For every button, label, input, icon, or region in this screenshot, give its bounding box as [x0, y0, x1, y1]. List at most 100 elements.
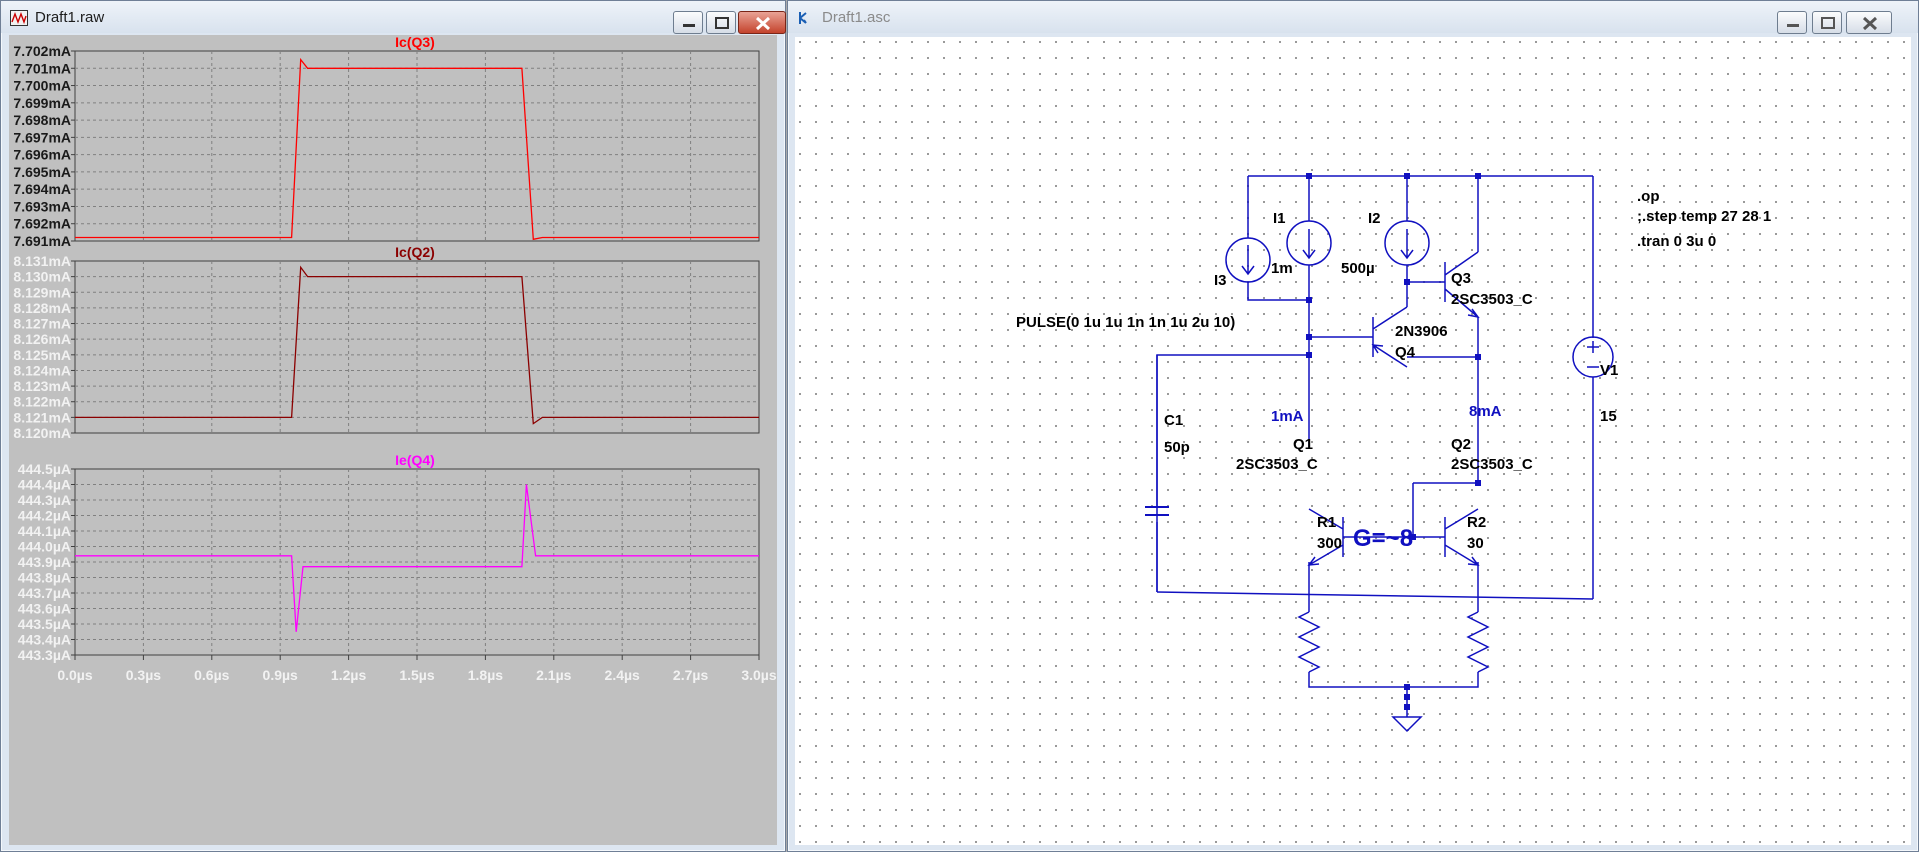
- dot-grid: [795, 37, 1911, 845]
- label-r2-name[interactable]: R2: [1467, 514, 1486, 531]
- label-q3-model[interactable]: 2SC3503_C: [1451, 291, 1533, 308]
- x-tick-label: 0.0µs: [57, 667, 93, 683]
- y-tick-label: 8.131mA: [13, 253, 71, 269]
- waveform-trace: [75, 57, 759, 241]
- y-tick-label: 8.121mA: [13, 409, 71, 425]
- label-q1-name[interactable]: Q1: [1293, 436, 1313, 453]
- label-v1-name[interactable]: V1: [1600, 362, 1618, 379]
- y-tick-label: 8.125mA: [13, 347, 71, 363]
- directive-step[interactable]: ;.step temp 27 28 1: [1637, 208, 1771, 225]
- y-tick-label: 8.123mA: [13, 378, 71, 394]
- schematic-minimize-button[interactable]: [1777, 11, 1807, 34]
- capacitor-c1[interactable]: [1145, 506, 1169, 516]
- annotation-gain[interactable]: G=~8: [1353, 525, 1413, 552]
- y-tick-label: 7.693mA: [13, 198, 71, 214]
- label-q1-model[interactable]: 2SC3503_C: [1236, 456, 1318, 473]
- transistor-q4[interactable]: [1371, 306, 1408, 368]
- y-tick-label: 8.122mA: [13, 394, 71, 410]
- ground-symbol: [1391, 716, 1423, 733]
- label-c1-name[interactable]: C1: [1164, 412, 1183, 429]
- minimize-icon: [683, 24, 695, 27]
- trace-label-ic-q3[interactable]: Ic(Q3): [395, 35, 435, 50]
- y-tick-label: 7.695mA: [13, 164, 71, 180]
- y-tick-label: 444.3µA: [18, 492, 71, 508]
- y-tick-label: 7.700mA: [13, 78, 71, 94]
- maximize-button[interactable]: [706, 11, 736, 34]
- y-tick-label: 7.698mA: [13, 112, 71, 128]
- directive-tran[interactable]: .tran 0 3u 0: [1637, 233, 1716, 250]
- minimize-button[interactable]: [673, 11, 703, 34]
- trace-label-ie-q4[interactable]: Ie(Q4): [395, 452, 435, 468]
- voltage-source-v1[interactable]: [1572, 336, 1614, 378]
- x-tick-label: 2.7µs: [673, 667, 709, 683]
- label-i2-name[interactable]: I2: [1368, 210, 1381, 227]
- annotation-q2-current[interactable]: 8mA: [1469, 403, 1502, 420]
- y-tick-label: 443.5µA: [18, 616, 71, 632]
- close-button[interactable]: [738, 11, 786, 34]
- waveform-trace: [75, 484, 759, 632]
- x-tick-label: 0.6µs: [194, 667, 230, 683]
- waveform-app-icon: [10, 10, 28, 26]
- directive-op[interactable]: .op: [1637, 188, 1660, 205]
- y-tick-label: 7.692mA: [13, 216, 71, 232]
- label-r1-name[interactable]: R1: [1317, 514, 1336, 531]
- schematic-maximize-button[interactable]: [1812, 11, 1842, 34]
- label-q2-model[interactable]: 2SC3503_C: [1451, 456, 1533, 473]
- y-tick-label: 443.4µA: [18, 632, 71, 648]
- y-tick-label: 444.2µA: [18, 508, 71, 524]
- y-tick-label: 443.3µA: [18, 647, 71, 663]
- restore-icon: [715, 17, 729, 29]
- x-tick-label: 1.5µs: [399, 667, 435, 683]
- transistor-q2[interactable]: [1444, 508, 1480, 566]
- label-i3-name[interactable]: I3: [1214, 272, 1227, 289]
- label-r1-value[interactable]: 300: [1317, 535, 1342, 552]
- x-tick-label: 3.0µs: [741, 667, 777, 683]
- restore-icon: [1821, 17, 1835, 29]
- y-tick-label: 443.8µA: [18, 570, 71, 586]
- label-i2-value[interactable]: 500µ: [1341, 260, 1375, 277]
- y-tick-label: 8.127mA: [13, 316, 71, 332]
- label-q4-name[interactable]: Q4: [1395, 344, 1416, 361]
- transistor-q1[interactable]: [1307, 508, 1344, 566]
- schematic-titlebar[interactable]: Draft1.asc: [788, 1, 1918, 34]
- x-tick-label: 1.2µs: [331, 667, 367, 683]
- label-q4-model[interactable]: 2N3906: [1395, 323, 1448, 340]
- schematic-app-icon: [799, 12, 807, 24]
- y-tick-label: 8.126mA: [13, 331, 71, 347]
- resistor-r2[interactable]: [1466, 611, 1490, 673]
- resistor-r1[interactable]: [1297, 611, 1321, 673]
- schematic-window[interactable]: Draft1.asc: [787, 0, 1919, 852]
- label-i3-pulse[interactable]: PULSE(0 1u 1u 1n 1n 1u 2u 10): [1016, 314, 1235, 331]
- current-source-i1[interactable]: [1286, 220, 1332, 266]
- y-tick-label: 7.702mA: [13, 43, 71, 59]
- transistor-q3[interactable]: [1444, 251, 1480, 319]
- x-tick-label: 2.4µs: [605, 667, 641, 683]
- schematic-canvas[interactable]: I3 PULSE(0 1u 1u 1n 1n 1u 2u 10) I1 1m I…: [795, 37, 1911, 845]
- waveform-plot[interactable]: Ic(Q3) Ic(Q2) Ie(Q4) 7.702mA7.701mA7.700…: [9, 35, 777, 845]
- label-i1-name[interactable]: I1: [1273, 210, 1286, 227]
- label-i1-value[interactable]: 1m: [1271, 260, 1293, 277]
- trace-label-ic-q2[interactable]: Ic(Q2): [395, 244, 435, 260]
- current-source-i2[interactable]: [1384, 220, 1430, 266]
- current-source-i3[interactable]: [1225, 237, 1271, 283]
- label-q2-name[interactable]: Q2: [1451, 436, 1471, 453]
- y-tick-label: 7.699mA: [13, 95, 71, 111]
- y-tick-label: 7.694mA: [13, 181, 71, 197]
- label-v1-value[interactable]: 15: [1600, 408, 1617, 425]
- minimize-icon: [1787, 24, 1799, 27]
- schematic-close-button[interactable]: [1846, 11, 1892, 34]
- junction-dots: [1306, 173, 1481, 710]
- annotation-q1-current[interactable]: 1mA: [1271, 408, 1304, 425]
- schematic-drawing[interactable]: I3 PULSE(0 1u 1u 1n 1n 1u 2u 10) I1 1m I…: [795, 37, 1911, 845]
- label-c1-value[interactable]: 50p: [1164, 439, 1190, 456]
- label-r2-value[interactable]: 30: [1467, 535, 1484, 552]
- y-tick-label: 444.1µA: [18, 523, 71, 539]
- y-tick-label: 444.5µA: [18, 461, 71, 477]
- waveform-titlebar[interactable]: Draft1.raw: [1, 1, 786, 34]
- y-tick-label: 8.120mA: [13, 425, 71, 441]
- label-q3-name[interactable]: Q3: [1451, 270, 1471, 287]
- x-tick-label: 0.9µs: [263, 667, 299, 683]
- y-tick-label: 444.4µA: [18, 477, 71, 493]
